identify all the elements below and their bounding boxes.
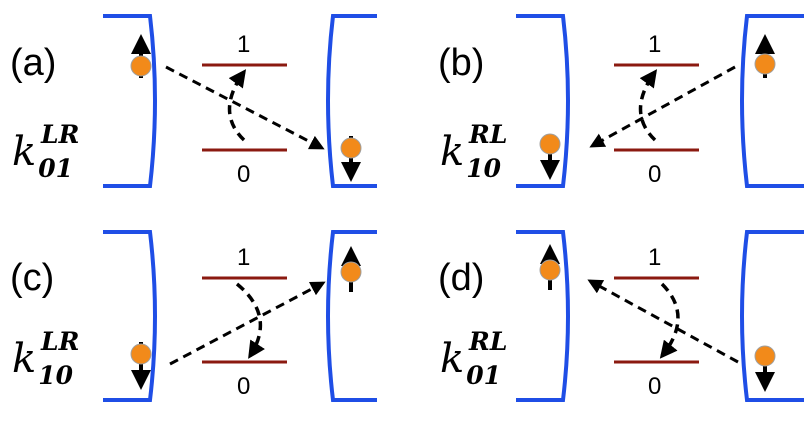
panel-a-label: (a) <box>10 42 56 84</box>
panel-b-label: (b) <box>438 42 484 84</box>
spin-up-electron <box>340 246 362 292</box>
excitation-arrow <box>638 69 658 142</box>
spin-down-electron <box>130 342 152 390</box>
tunneling-arrow <box>169 281 326 366</box>
left-electrode <box>103 230 157 402</box>
level-0-label: 0 <box>237 161 250 188</box>
left-electrode <box>516 14 570 188</box>
spin-up-electron <box>130 34 152 78</box>
right-electrode <box>740 230 804 402</box>
level-1-label: 1 <box>648 31 661 58</box>
relaxation-arrow <box>235 282 265 359</box>
panel-c: (c) k10LR 1 0 <box>10 230 377 402</box>
spin-up-electron <box>539 244 561 290</box>
panel-c-label: (c) <box>10 257 54 299</box>
level-1-label: 1 <box>237 244 250 271</box>
tunneling-arrow <box>165 65 325 150</box>
level-1-label: 1 <box>237 31 250 58</box>
panel-b: (b) k10RL 1 0 <box>438 14 804 188</box>
excitation-arrow <box>227 69 247 142</box>
panel-d-rate: k01RL <box>440 327 507 390</box>
spin-up-electron <box>754 34 776 78</box>
spin-down-electron <box>340 136 362 182</box>
relaxation-arrow <box>659 282 680 359</box>
panel-a: (a) k01LR 1 0 <box>10 14 377 188</box>
panel-a-rate: k01LR <box>12 120 79 183</box>
spin-down-electron <box>539 133 561 180</box>
panel-c-rate: k10LR <box>12 327 79 390</box>
level-0-label: 0 <box>237 373 250 400</box>
right-electrode <box>740 14 804 188</box>
panel-b-rate: k10RL <box>440 120 507 183</box>
level-0-label: 0 <box>648 161 661 188</box>
level-0-label: 0 <box>648 373 661 400</box>
level-1-label: 1 <box>648 244 661 271</box>
right-electrode <box>326 230 377 402</box>
panel-d-label: (d) <box>438 257 484 299</box>
left-electrode <box>103 14 157 188</box>
panel-d: (d) k01RL 1 0 <box>438 230 804 402</box>
tunneling-arrow <box>587 279 739 364</box>
tunneling-arrow <box>589 65 736 148</box>
left-electrode <box>516 230 570 402</box>
spin-down-electron <box>754 345 776 392</box>
right-electrode <box>326 14 377 188</box>
